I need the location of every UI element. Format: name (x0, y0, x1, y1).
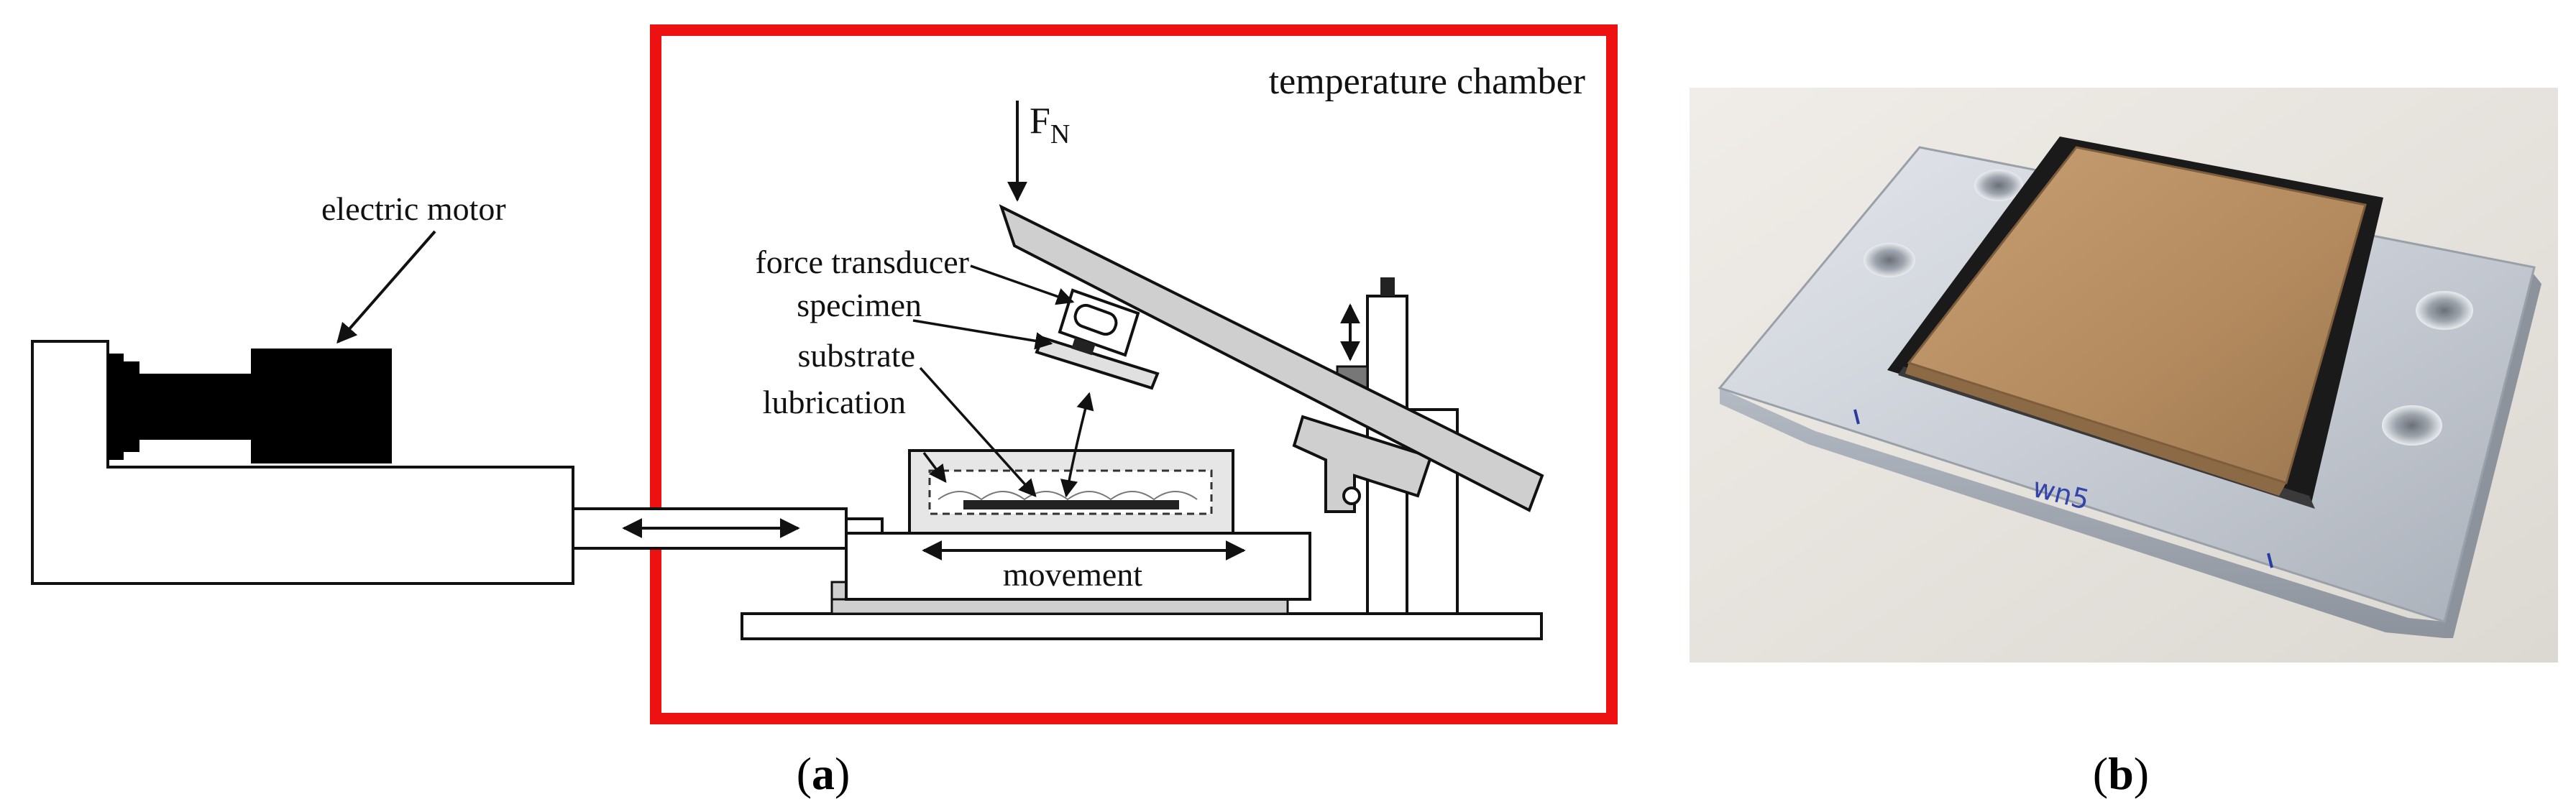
pivot-bracket (1292, 415, 1433, 513)
panel-a-schematic: temperature chamber electric motor movem… (31, 24, 1618, 799)
screw-hole-4 (2382, 405, 2442, 446)
electric-motor (108, 349, 392, 463)
lubrication-pointer (922, 451, 947, 483)
caption-a: (a) (797, 748, 851, 799)
lever-arm (999, 204, 1544, 512)
base-plate (741, 612, 1543, 640)
force-transducer-pointer (970, 264, 1075, 305)
substrate-label: substrate (797, 337, 915, 374)
specimen-block (1071, 337, 1096, 356)
panel-b-photo: wn5 (b) (1690, 88, 2558, 799)
specimen-pointer (912, 319, 1053, 350)
force-transducer-label: force transducer (755, 244, 969, 280)
screw-hole-2 (1864, 243, 1915, 277)
electric-motor-pointer (336, 230, 436, 344)
electric-motor-label: electric motor (321, 190, 506, 227)
substrate-plate (963, 500, 1179, 509)
caption-b: (b) (2093, 748, 2149, 799)
normal-force-label: FN (1030, 101, 1070, 149)
specimen-label: specimen (797, 287, 922, 323)
lubrication-label: lubrication (763, 384, 906, 420)
movement-label: movement (1003, 556, 1142, 593)
rubber-specimen-side (1905, 363, 2286, 496)
rubber-specimen (1907, 146, 2367, 484)
contact-arrow (1060, 392, 1094, 498)
screw-hole-1 (1974, 170, 2023, 201)
pen-mark-right (2267, 553, 2273, 568)
force-transducer (1058, 288, 1140, 357)
substrate-pointer (919, 366, 1037, 497)
temperature-chamber-frame (650, 24, 1618, 724)
motor-housing (31, 340, 574, 585)
temperature-chamber-label: temperature chamber (1269, 61, 1585, 102)
pen-mark-left (1853, 409, 1860, 425)
screw-hole-3 (2416, 291, 2473, 330)
aluminium-plate-side (1720, 388, 2444, 638)
